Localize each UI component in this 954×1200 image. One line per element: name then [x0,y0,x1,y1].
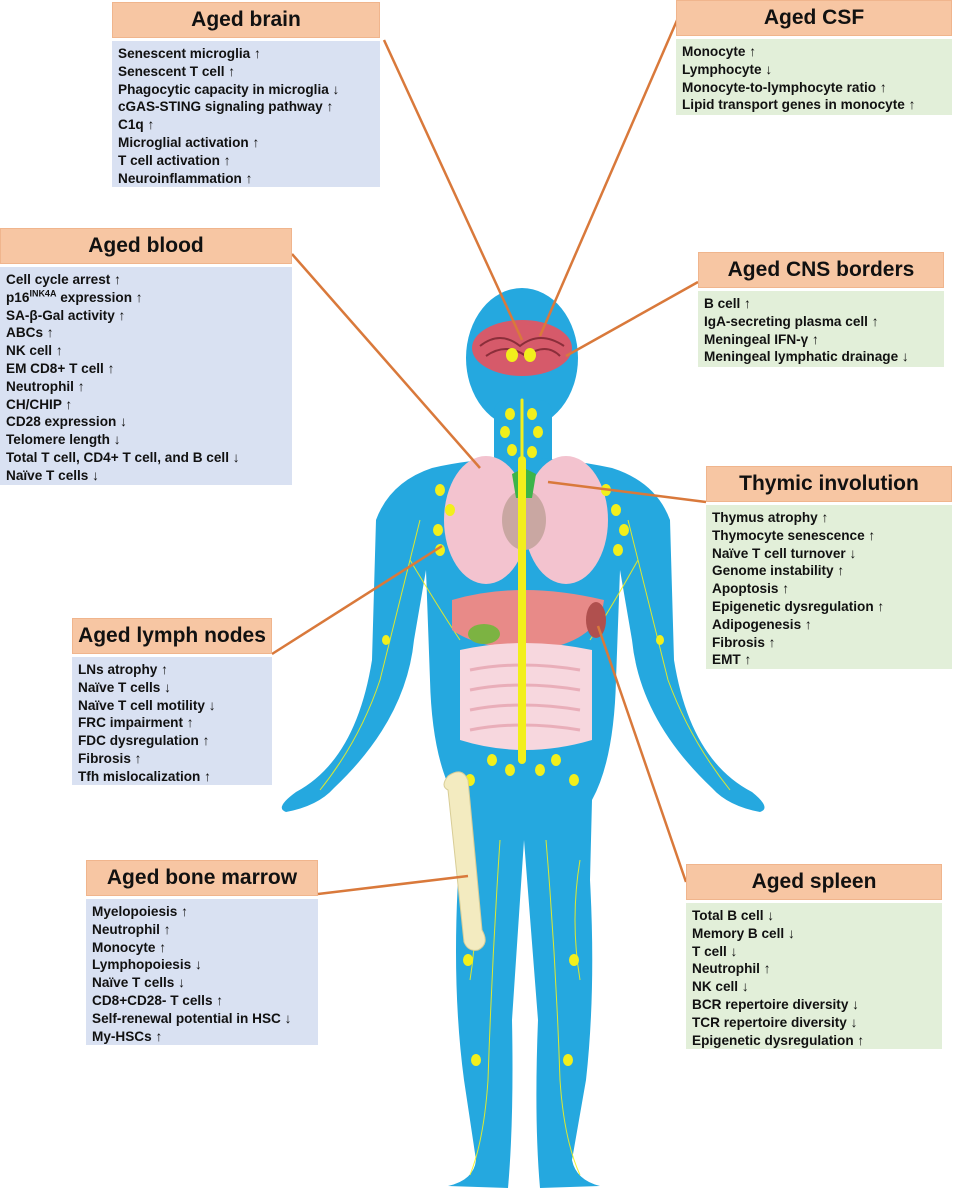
connector-spleen [596,625,688,883]
panel-list: LNs atrophy ↑ Naïve T cells ↓ Naïve T ce… [72,657,272,785]
list-item: Neutrophil ↑ [92,921,171,937]
panel-title: Aged lymph nodes [72,618,272,654]
p16-suffix: expression ↑ [56,289,143,305]
list-item: Total B cell ↓ [692,908,775,923]
list-item: Naïve T cells ↓ [92,975,185,991]
list-item: BCR repertoire diversity ↓ [692,996,859,1012]
connector-blood [291,253,481,469]
list-item: Memory B cell ↓ [692,925,795,941]
list-item: SA-β-Gal activity ↑ [6,307,126,323]
femur-bone [443,771,486,951]
list-item: Neutrophil ↑ [6,378,85,394]
list-item: Monocyte ↑ [92,939,167,955]
list-item: CD8+CD28- T cells ↑ [92,992,224,1008]
panel-title: Aged brain [112,2,380,38]
ink4a-superscript: INK4A [29,288,57,299]
panel-title: Aged CNS borders [698,252,944,288]
list-item: Fibrosis ↑ [78,750,142,766]
list-item: cGAS-STING signaling pathway ↑ [118,99,334,115]
list-item: Cell cycle arrest ↑ [6,272,121,287]
list-item: Thymocyte senescence ↑ [712,527,876,543]
list-item: CD28 expression ↓ [6,414,127,430]
list-item: Lymphopoiesis ↓ [92,957,202,973]
list-item: Naïve T cell turnover ↓ [712,545,857,561]
list-item: Epigenetic dysregulation ↑ [692,1032,865,1048]
list-item: Neuroinflammation ↑ [118,170,253,186]
list-item: Adipogenesis ↑ [712,616,812,632]
list-item: EM CD8+ T cell ↑ [6,360,115,376]
list-item: Monocyte-to-lymphocyte ratio ↑ [682,79,887,95]
list-item: Apoptosis ↑ [712,581,790,597]
panel-list: Myelopoiesis ↑ Neutrophil ↑ Monocyte ↑ L… [86,899,318,1045]
list-item: Monocyte ↑ [682,44,757,59]
list-item: Fibrosis ↑ [712,634,776,650]
list-item: Lymphocyte ↓ [682,61,773,77]
list-item: Genome instability ↑ [712,563,845,579]
list-item: My-HSCs ↑ [92,1028,163,1044]
panel-list: Senescent microglia ↑ Senescent T cell ↑… [112,41,380,187]
panel-list: Total B cell ↓ Memory B cell ↓ T cell ↓ … [686,903,942,1049]
connector-brain [382,39,524,341]
connector-thymus [547,480,707,504]
panel-title: Thymic involution [706,466,952,502]
list-item: CH/CHIP ↑ [6,396,73,412]
list-item: NK cell ↓ [692,979,749,995]
list-item: C1q ↑ [118,117,155,133]
list-item: Naïve T cell motility ↓ [78,697,216,713]
list-item: LNs atrophy ↑ [78,662,168,677]
panel-list: Monocyte ↑ Lymphocyte ↓ Monocyte-to-lymp… [676,39,952,115]
list-item: Meningeal IFN-γ ↑ [704,331,819,347]
list-item: p16INK4A expression ↑ [6,289,286,307]
connector-cns [565,280,699,358]
connector-marrow [317,874,469,896]
list-item: IgA-secreting plasma cell ↑ [704,313,879,329]
list-item: NK cell ↑ [6,343,63,359]
list-item: Neutrophil ↑ [692,961,771,977]
panel-list: Cell cycle arrest ↑ p16INK4A expression … [0,267,292,485]
list-item: Microglial activation ↑ [118,134,260,150]
connector-lymph [271,544,443,656]
panel-title: Aged blood [0,228,292,264]
list-item: B cell ↑ [704,296,751,311]
list-item: Myelopoiesis ↑ [92,904,188,919]
list-item: Naïve T cells ↓ [78,679,171,695]
list-item: FRC impairment ↑ [78,715,194,731]
list-item: EMT ↑ [712,652,752,668]
list-item: FDC dysregulation ↑ [78,733,210,749]
panel-title: Aged CSF [676,0,952,36]
list-item: Lipid transport genes in monocyte ↑ [682,97,916,113]
list-item: Meningeal lymphatic drainage ↓ [704,349,909,365]
list-item: T cell activation ↑ [118,152,231,168]
panel-title: Aged bone marrow [86,860,318,896]
panel-list: B cell ↑ IgA-secreting plasma cell ↑ Men… [698,291,944,367]
list-item: Epigenetic dysregulation ↑ [712,598,885,614]
list-item: TCR repertoire diversity ↓ [692,1014,858,1030]
list-item: Phagocytic capacity in microglia ↓ [118,81,340,97]
list-item: Senescent T cell ↑ [118,63,236,79]
brain [472,320,572,376]
list-item: ABCs ↑ [6,325,54,341]
p16-label: p16 [6,289,30,305]
connector-csf [538,17,680,337]
panel-list: Thymus atrophy ↑ Thymocyte senescence ↑ … [706,505,952,669]
list-item: Thymus atrophy ↑ [712,510,829,525]
list-item: T cell ↓ [692,943,738,959]
list-item: Senescent microglia ↑ [118,46,261,61]
list-item: Tfh mislocalization ↑ [78,768,211,784]
panel-title: Aged spleen [686,864,942,900]
lymph-nodes [382,408,664,1066]
list-item: Total T cell, CD4+ T cell, and B cell ↓ [6,449,240,465]
list-item: Naïve T cells ↓ [6,467,99,483]
list-item: Telomere length ↓ [6,432,121,448]
list-item: Self-renewal potential in HSC ↓ [92,1010,292,1026]
